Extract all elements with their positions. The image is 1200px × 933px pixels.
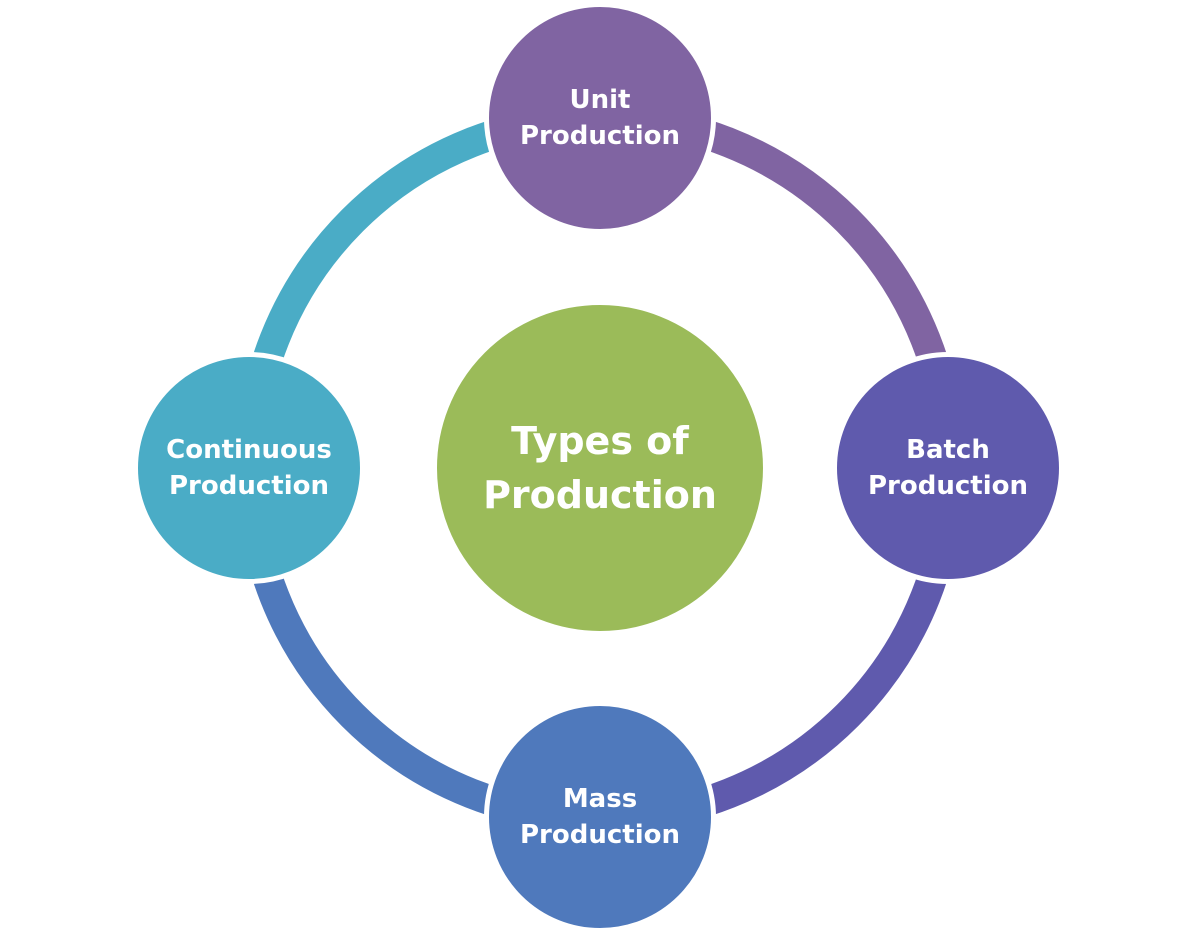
node-label-line1: Continuous (166, 435, 332, 465)
node-label-line2: Production (868, 471, 1028, 501)
node-label-line2: Production (520, 820, 680, 850)
center-label-line2: Production (483, 473, 717, 517)
node-label-line1: Mass (562, 784, 638, 814)
center-node-types-of-production: Types of Production (433, 301, 767, 635)
node-mass-production: Mass Production (484, 701, 716, 933)
node-label-line2: Production (520, 121, 680, 151)
center-label-line1: Types of (511, 419, 689, 463)
node-label-line2: Production (169, 471, 329, 501)
node-unit-production: Unit Production (484, 2, 716, 234)
node-label-line1: Unit (569, 85, 631, 115)
node-label-line1: Batch (906, 435, 990, 465)
node-continuous-production: Continuous Production (133, 352, 365, 584)
node-batch-production: Batch Production (832, 352, 1064, 584)
